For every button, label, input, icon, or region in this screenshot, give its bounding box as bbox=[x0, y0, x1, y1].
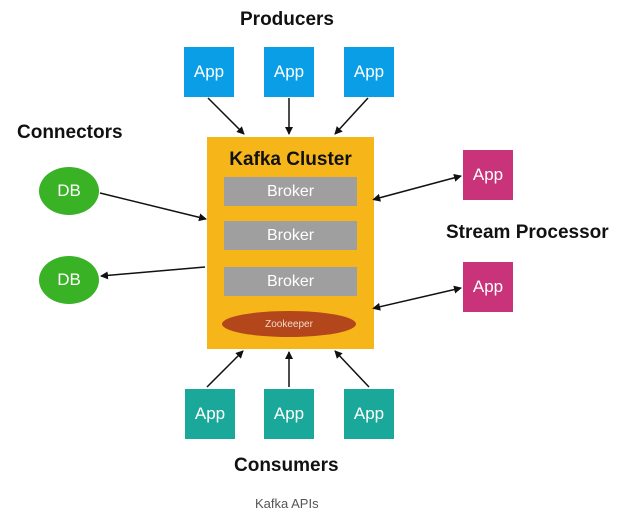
consumer-app-3: App bbox=[344, 389, 394, 439]
arrow-stream-2 bbox=[372, 285, 462, 311]
producer-app-2: App bbox=[264, 47, 314, 97]
producer-app-1: App bbox=[184, 47, 234, 97]
zookeeper: Zookeeper bbox=[222, 311, 356, 337]
connector-db-1: DB bbox=[39, 167, 99, 215]
arrow-cluster-to-db2 bbox=[100, 266, 206, 280]
app-label: App bbox=[472, 165, 504, 184]
arrow-stream-1 bbox=[372, 173, 462, 202]
broker-2: Broker bbox=[224, 221, 357, 250]
arrow-producer-3 bbox=[334, 97, 369, 135]
stream-app-2: App bbox=[463, 262, 513, 312]
app-label: App bbox=[353, 404, 385, 423]
app-label: App bbox=[273, 62, 305, 81]
app-label: App bbox=[193, 62, 225, 81]
stream-processor-label: Stream Processor bbox=[446, 222, 609, 243]
connectors-label: Connectors bbox=[17, 122, 123, 143]
app-label: App bbox=[353, 62, 385, 81]
arrow-producer-1 bbox=[207, 97, 245, 135]
app-label: App bbox=[194, 404, 226, 423]
app-label: App bbox=[472, 277, 504, 296]
broker-1: Broker bbox=[224, 177, 357, 206]
arrow-consumer-3 bbox=[334, 350, 370, 388]
broker-3: Broker bbox=[224, 267, 357, 296]
consumers-label: Consumers bbox=[234, 455, 339, 476]
arrow-consumer-1 bbox=[206, 350, 244, 388]
kafka-cluster-title: Kafka Cluster bbox=[229, 149, 352, 170]
app-label: App bbox=[273, 404, 305, 423]
producer-app-3: App bbox=[344, 47, 394, 97]
connector-db-2: DB bbox=[39, 256, 99, 304]
consumer-app-1: App bbox=[185, 389, 235, 439]
producers-label: Producers bbox=[240, 9, 334, 30]
figure-caption: Kafka APIs bbox=[255, 496, 319, 511]
arrow-db1-to-cluster bbox=[99, 192, 207, 222]
kafka-cluster: Kafka Cluster Broker Broker Broker Zooke… bbox=[207, 137, 374, 349]
consumer-app-2: App bbox=[264, 389, 314, 439]
stream-app-1: App bbox=[463, 150, 513, 200]
